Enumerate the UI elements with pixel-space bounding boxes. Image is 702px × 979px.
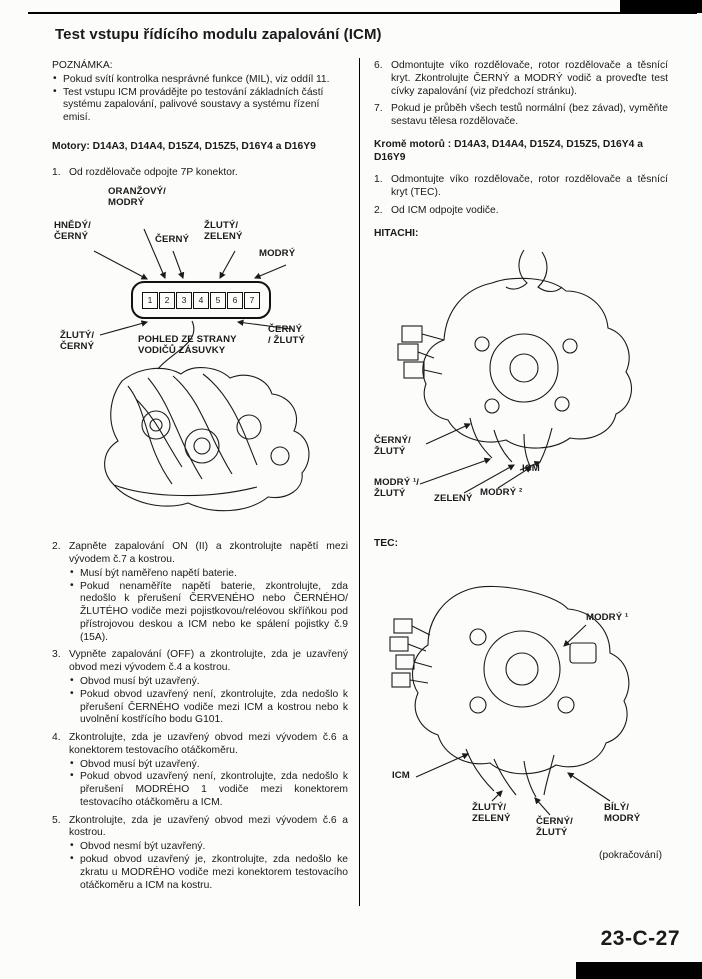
- step-1: 1. Od rozdělovače odpojte 7P konektor.: [52, 167, 348, 180]
- tec-label-white-blue: BÍLÝ/ MODRÝ: [604, 802, 641, 824]
- except-engines-header: Kromě motorů : D14A3, D14A4, D15Z4, D15Z…: [374, 138, 643, 163]
- bullet-item: Obvod nesmí být uzavřený.: [69, 840, 348, 854]
- bullet-item: pokud obvod uzavřený je, zkontrolujte, z…: [69, 853, 348, 892]
- page-title: Test vstupu řídícího modulu zapalování (…: [55, 26, 382, 43]
- pin-3: 3: [176, 291, 192, 309]
- tec-header: TEC:: [374, 538, 399, 550]
- wire-label-yellow-black: ŽLUTÝ/ ČERNÝ: [60, 330, 95, 353]
- connector-7p: 1 2 3 4 5 6 7: [131, 281, 271, 320]
- section-tab-bottom: [576, 962, 702, 979]
- engines-header: Motory: D14A3, D14A4, D15Z4, D15Z5, D16Y…: [52, 140, 316, 152]
- left-column: POZNÁMKA: Pokud svítí kontrolka nesprávn…: [52, 60, 348, 897]
- step-2: 2. Zapněte zapalování ON (II) a zkontrol…: [52, 541, 348, 644]
- pin-2: 2: [159, 291, 175, 309]
- tec-label-black-yellow: ČERNÝ/ ŽLUTÝ: [536, 816, 573, 838]
- bullet-item: Pokud nenaměříte napětí baterie, zkontro…: [69, 580, 348, 645]
- step-number: 2.: [52, 541, 61, 553]
- note-item: Pokud svítí kontrolka nesprávné funkce (…: [52, 73, 348, 87]
- step-3: 3. Vypněte zapalování (OFF) a zkontroluj…: [52, 649, 348, 727]
- step-number: 3.: [52, 649, 61, 661]
- connector-art: [93, 229, 310, 512]
- step-r1: 1. Odmontujte víko rozdělovače, rotor ro…: [374, 174, 668, 200]
- wire-label-black: ČERNÝ: [155, 234, 190, 246]
- hitachi-header: HITACHI:: [374, 227, 419, 239]
- step-4: 4. Zkontrolujte, zda je uzavřený obvod m…: [52, 732, 348, 810]
- step-text: Zkontrolujte, zda je uzavřený obvod mezi…: [69, 732, 348, 756]
- bullet-item: Pokud obvod uzavřený není, zkontrolujte,…: [69, 770, 348, 809]
- step-7: 7. Pokud je průběh všech testů normální …: [374, 103, 668, 129]
- bullet-item: Obvod musí být uzavřený.: [69, 758, 348, 772]
- step-text: Vypněte zapalování (OFF) a zkontrolujte,…: [69, 649, 348, 674]
- pin-7: 7: [244, 291, 260, 309]
- right-column: 6. Odmontujte víko rozdělovače, rotor ro…: [374, 60, 668, 863]
- connector-view-note: POHLED ZE STRANY VODIČŮ ZÁSUVKY: [138, 334, 237, 357]
- tec-label-icm: ICM: [392, 770, 410, 782]
- step-6: 6. Odmontujte víko rozdělovače, rotor ro…: [374, 60, 668, 98]
- step-number: 1.: [374, 174, 383, 186]
- pin-6: 6: [227, 291, 243, 309]
- step-text: Odmontujte víko rozdělovače, rotor rozdě…: [391, 174, 668, 199]
- step-text: Od rozdělovače odpojte 7P konektor.: [69, 166, 238, 178]
- hitachi-label-icm: ICM: [522, 463, 540, 475]
- continued-note: (pokračování): [599, 850, 662, 862]
- hitachi-distributor-art: [397, 250, 632, 494]
- tec-label-blue1: MODRÝ ¹: [586, 612, 629, 624]
- hitachi-label-blue1-yellow: MODRÝ ¹/ ŽLUTÝ: [374, 477, 420, 500]
- step-number: 5.: [52, 814, 61, 826]
- tec-distributor-art: [389, 586, 630, 816]
- wire-label-yellow-green: ŽLUTÝ/ ZELENÝ: [204, 220, 243, 243]
- wire-label-blue: MODRÝ: [259, 248, 296, 260]
- step-number: 6.: [374, 60, 383, 71]
- step-number: 2.: [374, 204, 383, 216]
- section-tab-top: [620, 0, 702, 13]
- step-5: 5. Zkontrolujte, zda je uzavřený obvod m…: [52, 815, 348, 893]
- step-text: Zkontrolujte, zda je uzavřený obvod mezi…: [69, 814, 348, 839]
- pin-1: 1: [142, 291, 158, 309]
- step-number: 4.: [52, 732, 61, 744]
- step-number: 1.: [52, 166, 61, 178]
- step-text: Odmontujte víko rozdělovače, rotor rozdě…: [391, 60, 668, 97]
- note-header: POZNÁMKA:: [52, 60, 113, 71]
- bullet-item: Pokud obvod uzavřený není, zkontrolujte,…: [69, 688, 348, 727]
- hitachi-figure: ČERNÝ/ ŽLUTÝ ICM MODRÝ ¹/ ŽLUTÝ ZELENÝ M…: [374, 248, 668, 528]
- wire-label-orange-blue: ORANŽOVÝ/ MODRÝ: [108, 186, 166, 209]
- wire-label-brown-black: HNĚDÝ/ ČERNÝ: [54, 220, 91, 243]
- connector-figure: ORANŽOVÝ/ MODRÝ HNĚDÝ/ ČERNÝ ČERNÝ ŽLUTÝ…: [52, 185, 348, 537]
- top-rule: [28, 12, 697, 14]
- column-divider: [359, 58, 360, 906]
- pin-4: 4: [193, 291, 209, 309]
- step-text: Od ICM odpojte vodiče.: [391, 204, 499, 216]
- note-item: Test vstupu ICM provádějte po testování …: [52, 86, 348, 125]
- bullet-item: Obvod musí být uzavřený.: [69, 675, 348, 689]
- hitachi-label-green: ZELENÝ: [434, 493, 473, 505]
- hitachi-label-black-yellow: ČERNÝ/ ŽLUTÝ: [374, 435, 411, 458]
- step-number: 7.: [374, 103, 383, 115]
- step-text: Pokud je průběh všech testů normální (be…: [391, 103, 668, 128]
- hitachi-label-blue2: MODRÝ ²: [480, 487, 523, 499]
- page-number: 23-C-27: [600, 927, 680, 950]
- pin-5: 5: [210, 291, 226, 309]
- step-r2: 2. Od ICM odpojte vodiče.: [374, 205, 668, 218]
- bullet-item: Musí být naměřeno napětí baterie.: [69, 567, 348, 581]
- wire-label-black-yellow: ČERNÝ / ŽLUTÝ: [268, 324, 305, 347]
- step-text: Zapněte zapalování ON (II) a zkontrolujt…: [69, 541, 348, 566]
- note-list: Pokud svítí kontrolka nesprávné funkce (…: [52, 73, 348, 125]
- tec-figure: MODRÝ ¹ ICM ŽLUTÝ/ ZELENÝ ČERNÝ/ ŽLUTÝ B…: [374, 559, 668, 846]
- tec-label-yellow-green: ŽLUTÝ/ ZELENÝ: [472, 802, 511, 824]
